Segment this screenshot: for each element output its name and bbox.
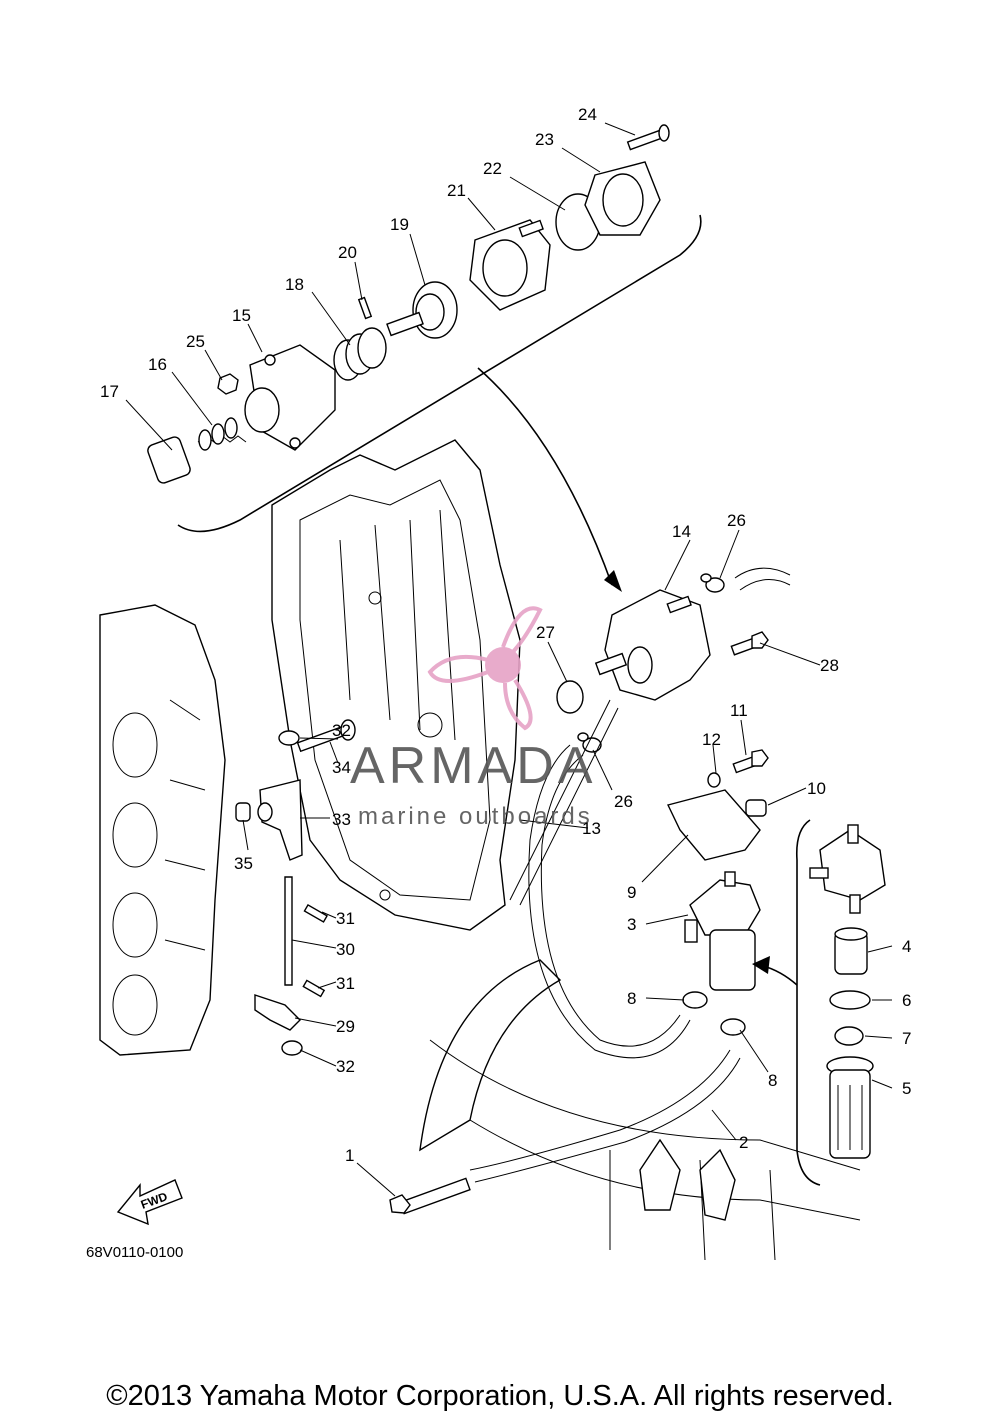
part-32-washer-bottom bbox=[281, 1040, 303, 1056]
part-24-screw bbox=[626, 124, 670, 151]
callout-33: 33 bbox=[332, 810, 351, 829]
callout-3: 3 bbox=[627, 915, 636, 934]
part-5-filter-cup bbox=[826, 1056, 874, 1159]
part-25-nut bbox=[217, 373, 239, 395]
fwd-direction-arrow-icon: FWD bbox=[116, 1179, 183, 1226]
callout-24: 24 bbox=[578, 105, 597, 124]
callout-2: 2 bbox=[739, 1133, 748, 1152]
hose-top bbox=[734, 567, 791, 591]
filter-detail-bracket bbox=[795, 819, 821, 1186]
part-8-clamp-right bbox=[720, 1018, 746, 1036]
callout-6: 6 bbox=[902, 991, 911, 1010]
callout-25: 25 bbox=[186, 332, 205, 351]
callout-15: 15 bbox=[232, 306, 251, 325]
part-19-diaphragm bbox=[386, 281, 458, 339]
part-7-float bbox=[834, 1026, 864, 1046]
part-4-filter-element bbox=[834, 927, 868, 975]
callout-1: 1 bbox=[345, 1146, 354, 1165]
part-30-pipe bbox=[284, 876, 293, 986]
callout-14: 14 bbox=[672, 522, 691, 541]
part-21-cover bbox=[469, 219, 551, 311]
callout-4: 4 bbox=[902, 937, 911, 956]
callout-18: 18 bbox=[285, 275, 304, 294]
callout-27: 27 bbox=[536, 623, 555, 642]
callout-29: 29 bbox=[336, 1017, 355, 1036]
part-15-housing bbox=[244, 344, 336, 451]
part-8-clamp-left bbox=[682, 991, 708, 1009]
part-33-joint bbox=[257, 779, 303, 861]
callout-26b: 26 bbox=[614, 792, 633, 811]
detail-pointer-arrow bbox=[477, 367, 613, 586]
callout-20: 20 bbox=[338, 243, 357, 262]
callout-28: 28 bbox=[820, 656, 839, 675]
detail-bracket bbox=[177, 214, 702, 533]
part-16-spring bbox=[197, 417, 247, 451]
part-31-pin-lower bbox=[302, 979, 326, 998]
callout-7: 7 bbox=[902, 1029, 911, 1048]
part-6-o-ring bbox=[829, 990, 871, 1010]
part-26-clip-lower bbox=[577, 732, 602, 753]
callout-19: 19 bbox=[390, 215, 409, 234]
callout-8a: 8 bbox=[627, 989, 636, 1008]
part-27-o-ring bbox=[556, 680, 584, 714]
leader-lines bbox=[125, 122, 893, 1197]
hose-wall-line bbox=[509, 699, 619, 906]
callout-13: 13 bbox=[582, 819, 601, 838]
callout-32a: 32 bbox=[332, 721, 351, 740]
callout-21: 21 bbox=[447, 181, 466, 200]
part-13-hose bbox=[528, 744, 691, 1059]
callout-17: 17 bbox=[100, 382, 119, 401]
part-1-fitting bbox=[389, 1177, 471, 1215]
callout-8b: 8 bbox=[768, 1071, 777, 1090]
part-11-bolt bbox=[732, 749, 769, 774]
part-31-pin-upper bbox=[303, 903, 328, 923]
part-3-fuel-filter bbox=[684, 871, 761, 991]
armada-logo-icon bbox=[427, 606, 543, 731]
part-35-fitting bbox=[235, 802, 251, 822]
part-34-bolt bbox=[296, 719, 356, 753]
callout-9: 9 bbox=[627, 883, 636, 902]
callout-labels: 1 2 3 4 5 6 7 8 8 9 10 11 12 13 14 15 16… bbox=[100, 105, 911, 1165]
watermark-brand: ARMADA bbox=[350, 737, 596, 795]
part-32-washer-top bbox=[278, 730, 300, 746]
part-10-grommet bbox=[745, 799, 767, 817]
part-26-clip-upper bbox=[700, 573, 725, 593]
copyright-notice: ©2013 Yamaha Motor Corporation, U.S.A. A… bbox=[106, 1380, 894, 1412]
part-17-sleeve bbox=[147, 436, 191, 484]
callout-34: 34 bbox=[332, 758, 351, 777]
exhaust-cover bbox=[99, 604, 226, 1056]
callout-30: 30 bbox=[336, 940, 355, 959]
watermark-tagline: marine outboards bbox=[358, 803, 593, 830]
filter-head-detail bbox=[809, 824, 886, 914]
detail-pointer-arrowhead bbox=[604, 570, 622, 592]
part-29-clip bbox=[254, 994, 301, 1031]
filter-pointer-arrowhead bbox=[752, 956, 770, 974]
cylinder-block bbox=[271, 439, 521, 931]
part-14-fuel-pump bbox=[594, 589, 711, 701]
part-18-spring bbox=[333, 327, 387, 381]
part-12-washer bbox=[707, 772, 721, 788]
part-23-gasket bbox=[584, 161, 661, 236]
diagram-code: 68V0110-0100 bbox=[86, 1244, 183, 1261]
callout-31b: 31 bbox=[336, 974, 355, 993]
callout-32b: 32 bbox=[336, 1057, 355, 1076]
callout-16: 16 bbox=[148, 355, 167, 374]
callout-31a: 31 bbox=[336, 909, 355, 928]
callout-12: 12 bbox=[702, 730, 721, 749]
part-9-bracket bbox=[667, 789, 761, 861]
callout-5: 5 bbox=[902, 1079, 911, 1098]
callout-26a: 26 bbox=[727, 511, 746, 530]
callout-10: 10 bbox=[807, 779, 826, 798]
part-2-hose bbox=[469, 1049, 741, 1183]
bottom-cowling bbox=[419, 959, 861, 1261]
callout-35: 35 bbox=[234, 854, 253, 873]
callout-23: 23 bbox=[535, 130, 554, 149]
armada-watermark: ARMADA marine outboards bbox=[350, 606, 596, 830]
callout-11: 11 bbox=[730, 701, 748, 720]
callout-22: 22 bbox=[483, 159, 502, 178]
part-20-pin bbox=[357, 296, 373, 320]
